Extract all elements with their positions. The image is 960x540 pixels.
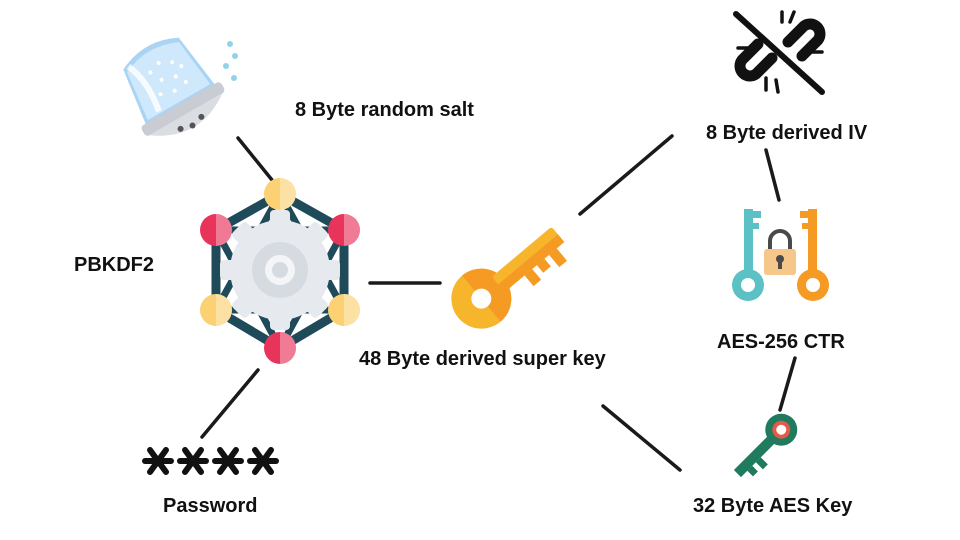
twin-keys-padlock-icon (732, 209, 829, 301)
label-salt: 8 Byte random salt (295, 99, 474, 121)
golden-key-icon (451, 227, 567, 329)
salt-shaker-icon (123, 37, 238, 136)
label-super-key: 48 Byte derived super key (359, 348, 606, 370)
asterisks-icon (142, 447, 279, 475)
connector-salt-to-pbkdf2 (236, 136, 274, 182)
connector-superkey-to-aeskey (601, 404, 682, 472)
connector-pbkdf2-to-password (200, 368, 260, 439)
label-iv: 8 Byte derived IV (706, 122, 868, 144)
label-aes-key: 32 Byte AES Key (693, 495, 853, 517)
hexagon-gear-network-icon (200, 178, 360, 364)
label-pbkdf2: PBKDF2 (74, 254, 155, 276)
connector-aesctr-to-aeskey (778, 356, 797, 412)
connector-iv-to-aesctr (764, 148, 781, 202)
broken-chain-link-icon (733, 10, 826, 95)
green-key-icon (733, 413, 798, 478)
connector-superkey-to-iv (578, 134, 674, 216)
label-aes-ctr: AES-256 CTR (717, 331, 845, 353)
label-password: Password (163, 495, 258, 517)
